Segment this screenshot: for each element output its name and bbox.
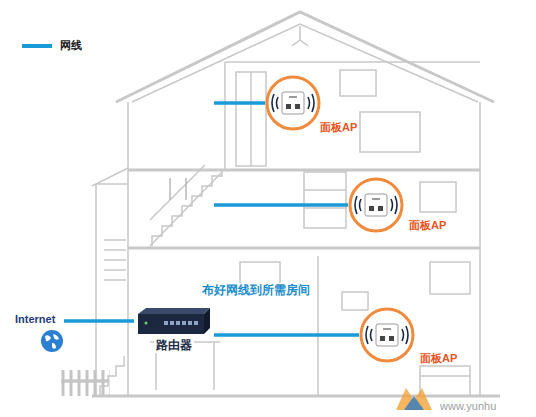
router-icon [134, 306, 214, 336]
router: 路由器 [134, 306, 214, 353]
legend-text: 网线 [60, 38, 82, 53]
panel-ap-icon [265, 75, 321, 131]
node-label: 面板AP [419, 352, 458, 365]
legend-line [22, 44, 52, 48]
panel-ap-icon [348, 177, 404, 233]
network-cable [214, 333, 359, 337]
internet: Internet [14, 313, 84, 353]
watermark-logo [396, 388, 432, 410]
network-cable [214, 203, 348, 207]
watermark: www.yunhu [438, 399, 498, 414]
panel-ap: 面板AP [359, 307, 415, 363]
panel-ap: 面板AP [265, 75, 321, 131]
node-label: Internet [14, 313, 56, 326]
globe-icon [40, 329, 64, 353]
node-label: 面板AP [408, 219, 447, 232]
panel-ap: 面板AP [348, 177, 404, 233]
network-cable [64, 319, 134, 323]
node-label: 路由器 [154, 338, 194, 353]
network-cable [214, 101, 265, 105]
panel-ap-icon [359, 307, 415, 363]
node-label: 面板AP [319, 121, 358, 134]
wiring-note: 布好网线到所需房间 [200, 283, 312, 298]
